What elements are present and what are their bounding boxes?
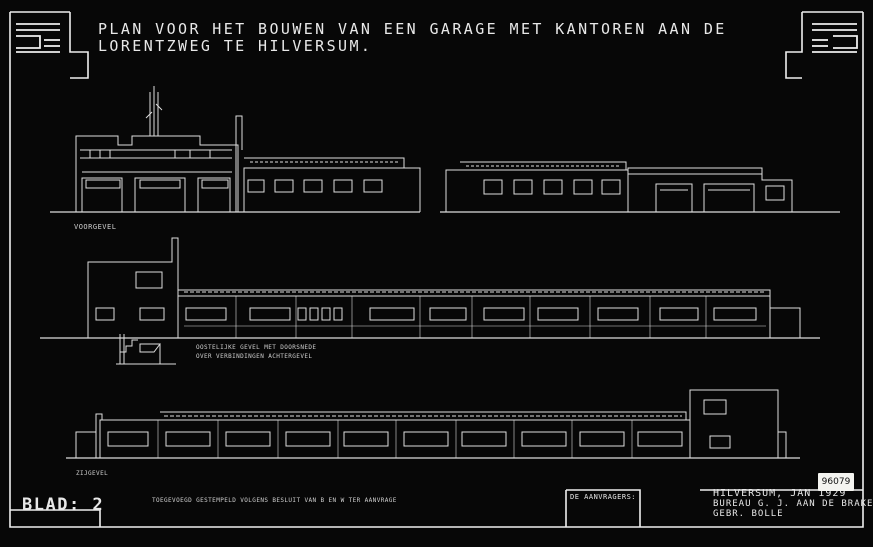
middle-elevation-label-line-1: OOSTELIJKE GEVEL MET DOORSNEDE <box>196 344 317 351</box>
front-elevation-drawing <box>50 86 421 213</box>
signature-firm: GEBR. BOLLE <box>713 509 784 519</box>
middle-elevation-drawing <box>40 237 820 365</box>
signature-place-date: HILVERSUM, JAN 1929 <box>713 488 847 499</box>
archive-stamp: 96079 <box>818 473 854 491</box>
applicants-label: DE AANVRAGERS: <box>570 493 637 501</box>
drawing-title-line-2: LORENTZWEG TE HILVERSUM. <box>98 37 373 55</box>
signature-bureau: BUREAU G. J. AAN DE BRAKE <box>713 499 873 509</box>
corner-ornament-right <box>812 23 858 53</box>
front-elevation-label: VOORGEVEL <box>74 223 117 231</box>
corner-ornament-left <box>16 23 60 53</box>
bottom-elevation-drawing <box>66 389 800 459</box>
middle-elevation-label-line-2: OVER VERBINDINGEN ACHTERGEVEL <box>196 353 313 360</box>
sheet-border <box>9 12 864 528</box>
rear-elevation-drawing <box>440 161 840 213</box>
sheet-number: BLAD: 2 <box>22 495 105 515</box>
side-elevation-label: ZIJGEVEL <box>76 470 109 477</box>
drawing-title-line-1: PLAN VOOR HET BOUWEN VAN EEN GARAGE MET … <box>98 20 727 38</box>
approval-note: TOEGEVOEGD GESTEMPELD VOLGENS BESLUIT VA… <box>152 497 397 504</box>
